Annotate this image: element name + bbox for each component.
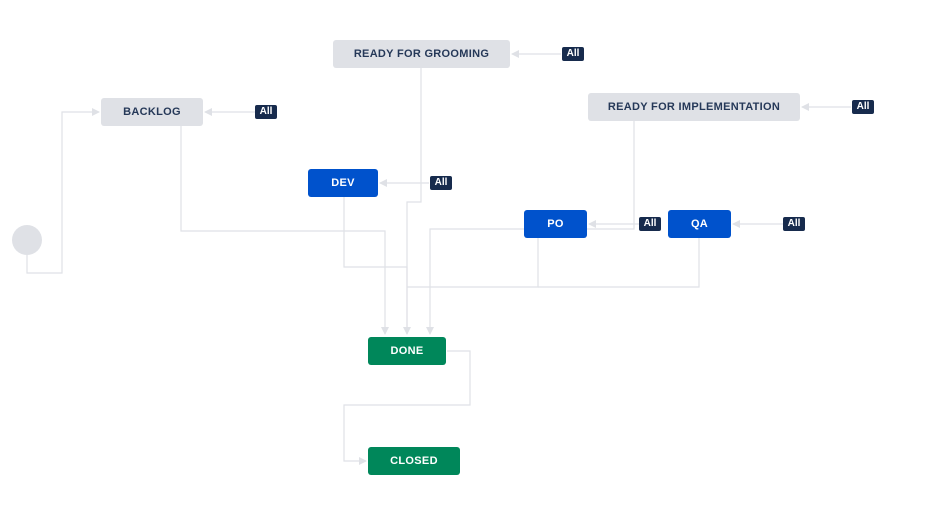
transition-backlog-to-done[interactable] <box>180 126 389 335</box>
global-transition-badge-ready-for-implementation[interactable]: All <box>852 100 874 114</box>
global-transition-badge-qa[interactable]: All <box>783 217 805 231</box>
transition-qa-to-done[interactable] <box>538 238 700 288</box>
status-backlog[interactable]: BACKLOG <box>101 98 203 126</box>
status-qa[interactable]: QA <box>668 210 731 238</box>
transition-done-to-closed[interactable] <box>343 350 471 465</box>
transition-start-to-backlog[interactable] <box>26 108 100 274</box>
status-po[interactable]: PO <box>524 210 587 238</box>
transition-dev-to-done[interactable] <box>343 197 408 334</box>
global-transition-badge-po[interactable]: All <box>639 217 661 231</box>
status-ready-for-grooming[interactable]: READY FOR GROOMING <box>333 40 510 68</box>
transition-po-to-done[interactable] <box>407 238 539 288</box>
status-dev[interactable]: DEV <box>308 169 378 197</box>
global-transition-badge-dev[interactable]: All <box>430 176 452 190</box>
status-closed[interactable]: CLOSED <box>368 447 460 475</box>
workflow-start-node <box>12 225 42 255</box>
status-done[interactable]: DONE <box>368 337 446 365</box>
transition-ready-for-grooming-to-done[interactable] <box>403 68 422 335</box>
global-transition-badge-ready-for-grooming[interactable]: All <box>562 47 584 61</box>
global-transition-badge-backlog[interactable]: All <box>255 105 277 119</box>
status-ready-for-implementation[interactable]: READY FOR IMPLEMENTATION <box>588 93 800 121</box>
